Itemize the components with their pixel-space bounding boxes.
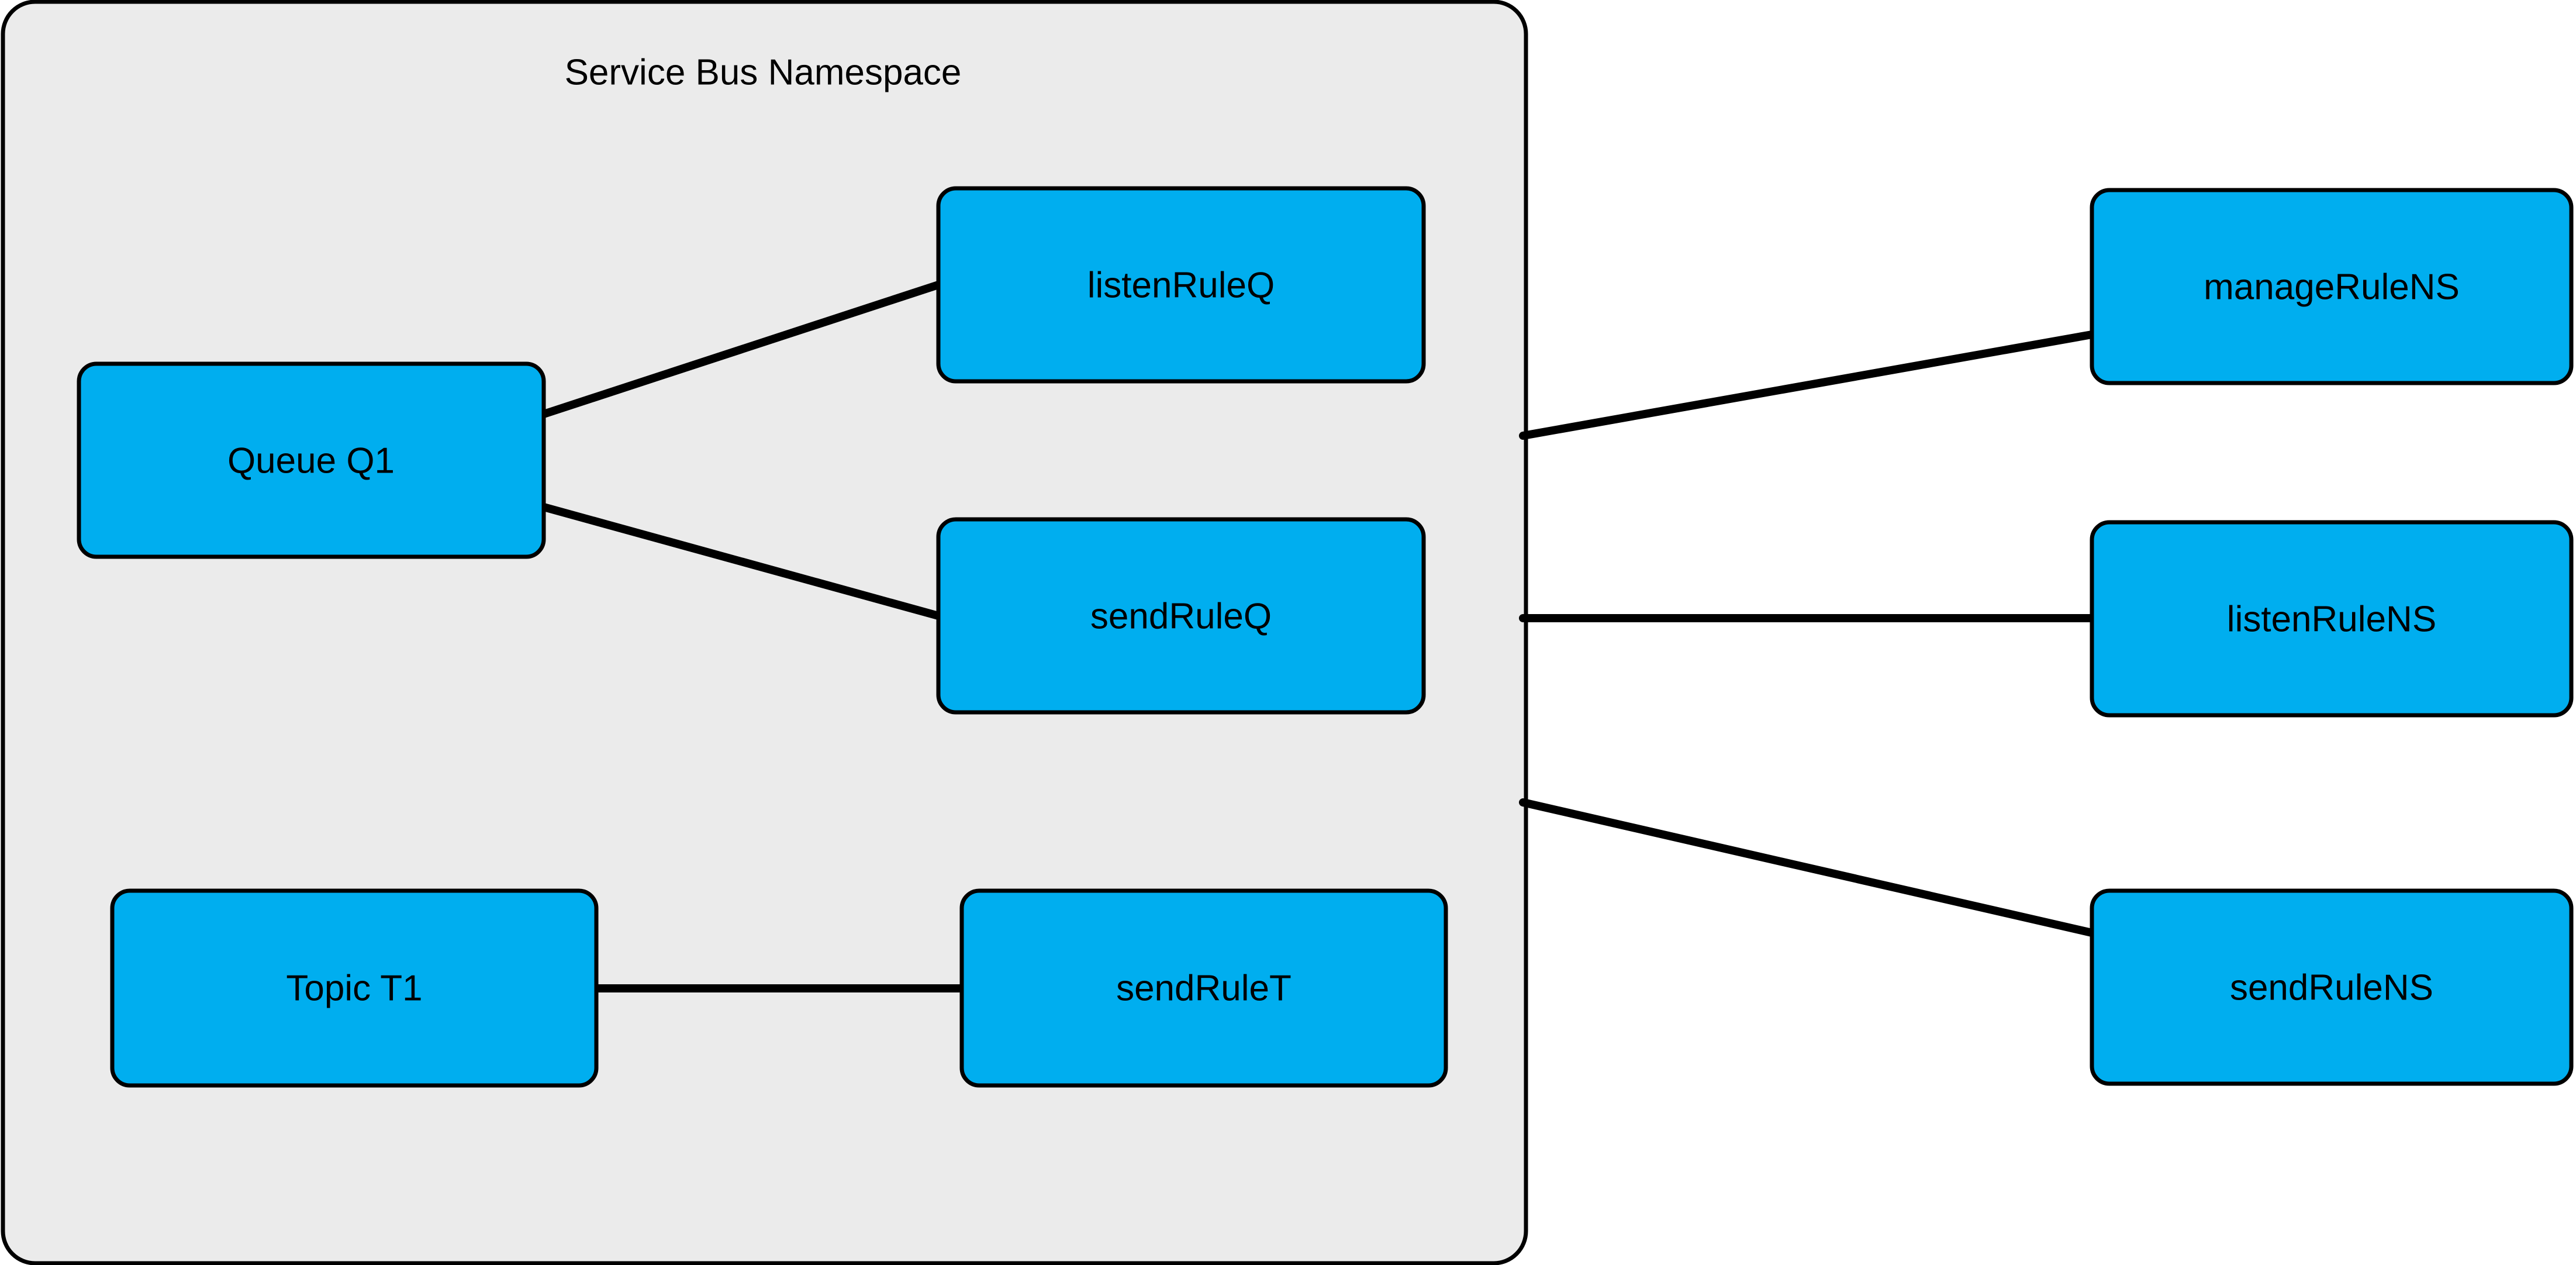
node-topic-t1-rect[interactable]: [110, 888, 599, 1088]
node-listen-rule-q[interactable]: listenRuleQ: [936, 186, 1426, 384]
node-send-rule-q[interactable]: sendRuleQ: [936, 517, 1426, 715]
node-queue-q1[interactable]: Queue Q1: [77, 361, 546, 559]
edge-namespace-to-send-rule-ns[interactable]: [1519, 798, 2096, 937]
node-manage-rule-ns[interactable]: manageRuleNS: [2090, 188, 2574, 385]
node-send-rule-ns-label: sendRuleNS: [2230, 967, 2433, 1008]
edge-layer: [540, 281, 2096, 992]
node-send-rule-ns-rect[interactable]: [2090, 888, 2574, 1086]
node-topic-t1-label: Topic T1: [286, 968, 422, 1008]
node-queue-q1-rect[interactable]: [77, 361, 546, 559]
node-send-rule-q-label: sendRuleQ: [1090, 596, 1272, 636]
node-send-rule-t-label: sendRuleT: [1116, 968, 1292, 1008]
node-send-rule-t[interactable]: sendRuleT: [959, 888, 1448, 1088]
edge-queue-q1-to-listen-rule-q[interactable]: [540, 281, 942, 418]
edge-queue-q1-to-send-rule-q[interactable]: [540, 503, 942, 620]
node-manage-rule-ns-rect[interactable]: [2090, 188, 2574, 385]
node-listen-rule-q-rect[interactable]: [936, 186, 1426, 384]
node-topic-t1[interactable]: Topic T1: [110, 888, 599, 1088]
node-manage-rule-ns-label: manageRuleNS: [2204, 267, 2460, 307]
node-listen-rule-q-label: listenRuleQ: [1087, 265, 1275, 305]
node-send-rule-q-rect[interactable]: [936, 517, 1426, 715]
node-listen-rule-ns[interactable]: listenRuleNS: [2090, 520, 2574, 718]
node-listen-rule-ns-label: listenRuleNS: [2227, 599, 2436, 639]
node-queue-q1-label: Queue Q1: [227, 440, 395, 481]
node-send-rule-ns[interactable]: sendRuleNS: [2090, 888, 2574, 1086]
node-send-rule-t-rect[interactable]: [959, 888, 1448, 1088]
node-listen-rule-ns-rect[interactable]: [2090, 520, 2574, 718]
group-title-label: Service Bus Namespace: [565, 52, 962, 92]
edge-namespace-to-manage-rule-ns[interactable]: [1519, 330, 2096, 440]
